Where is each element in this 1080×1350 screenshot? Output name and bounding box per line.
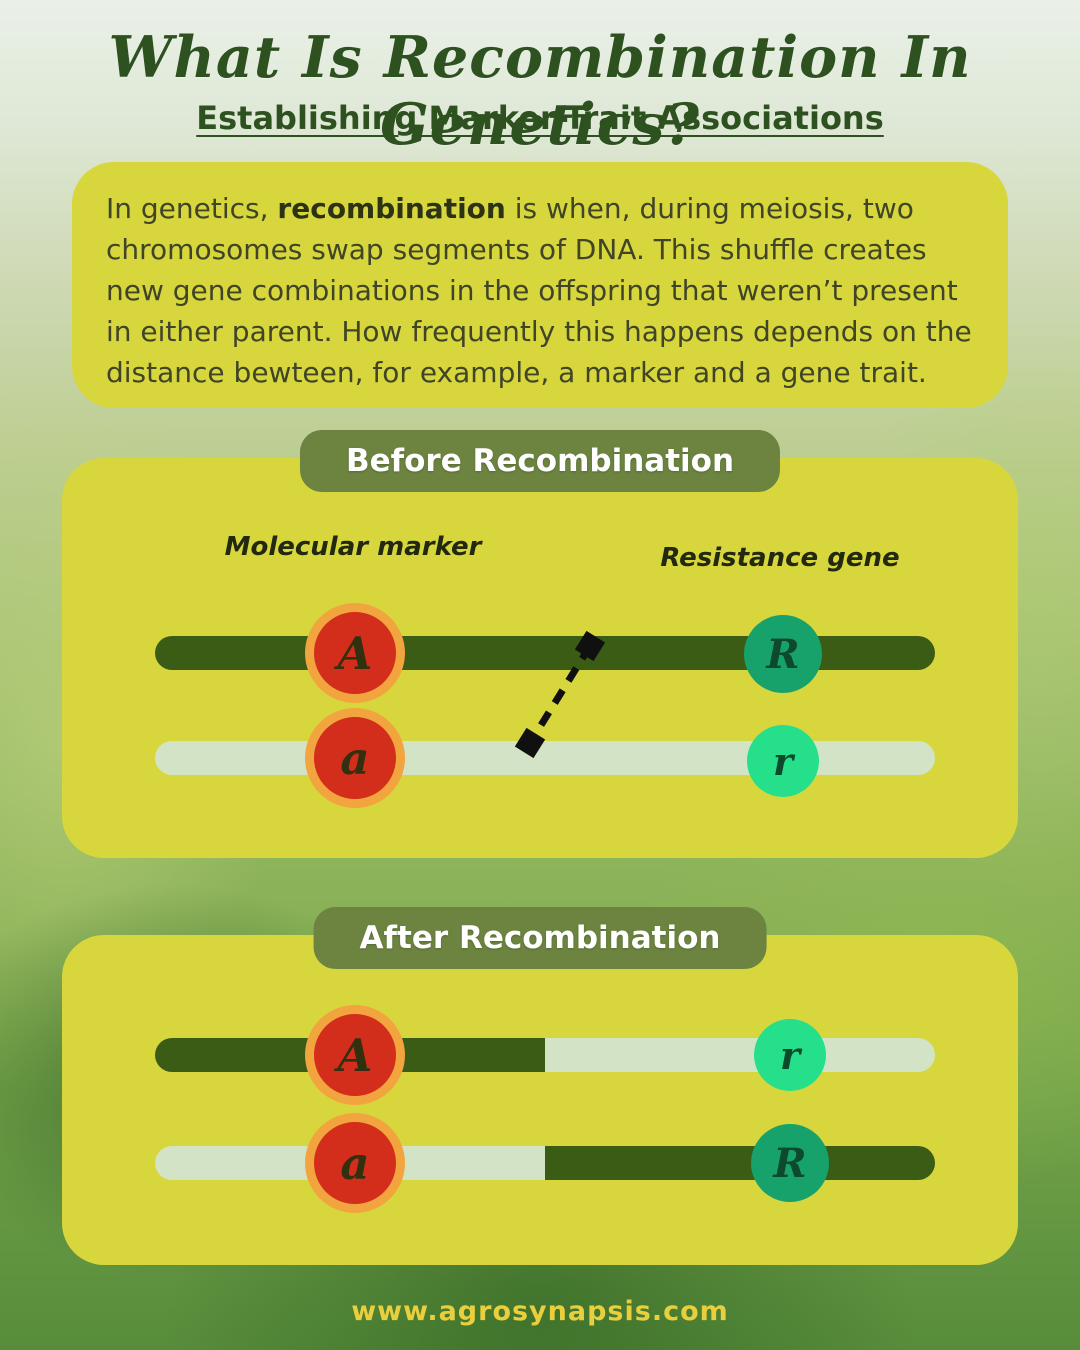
intro-keyword: recombination [277, 192, 506, 225]
intro-text-prefix: In genetics, [106, 192, 278, 225]
intro-paragraph: In genetics, recombination is when, duri… [106, 188, 972, 393]
allele-R-circle: R [751, 1124, 829, 1202]
page-subtitle: Establishing Marker-Trait Associations [196, 99, 884, 137]
resistance-gene-label: Resistance gene [660, 543, 900, 573]
allele-R-circle: R [744, 615, 822, 693]
allele-a-circle: a [305, 708, 405, 808]
allele-r-circle: r [754, 1019, 826, 1091]
intro-text-box: In genetics, recombination is when, duri… [72, 162, 1008, 408]
allele-a-circle: a [305, 1113, 405, 1213]
allele-A-circle: A [305, 603, 405, 703]
molecular-marker-label: Molecular marker [224, 532, 482, 562]
page-title: What Is Recombination In Genetics? [108, 24, 972, 158]
before-heading-badge: Before Recombination [299, 430, 781, 492]
before-recombination-panel: Before Recombination Molecular marker Re… [62, 430, 1018, 858]
intro-text-suffix: is when, during meiosis, two chromosomes… [106, 192, 972, 389]
allele-r-circle: r [747, 725, 819, 797]
after-recombination-panel: After Recombination A r a R [62, 907, 1018, 1265]
website-url: www.agrosynapsis.com [351, 1296, 729, 1327]
after-heading-badge: After Recombination [313, 907, 767, 969]
allele-A-circle: A [305, 1005, 405, 1105]
